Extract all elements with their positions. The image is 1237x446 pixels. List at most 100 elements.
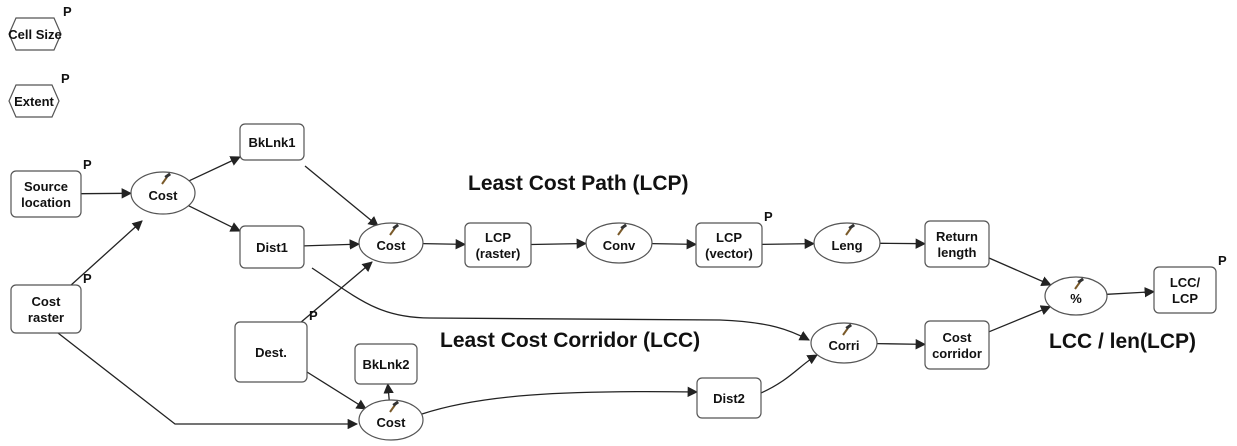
connector-corri-to-cost-corridor: [876, 339, 927, 350]
node-layer: Cell SizePExtentPSourcelocationPCostrast…: [8, 4, 1227, 441]
node-lcp-vector[interactable]: LCP(vector) P: [695, 209, 773, 268]
connector-lcp-raster-to-conv: [530, 238, 588, 249]
connector-dist1-to-cost2: [303, 239, 361, 250]
rect-shape: [696, 377, 762, 419]
node-extent[interactable]: Extent P: [8, 71, 70, 118]
node-label: BkLnk2: [363, 357, 410, 372]
connector-cost-raster-to-cost1: [69, 220, 143, 287]
hammer-icon: [845, 223, 856, 236]
hammer-icon: [1074, 277, 1085, 290]
parameter-marker: P: [764, 209, 773, 224]
connector-lcp-vector-to-leng: [761, 238, 816, 249]
node-label: %: [1070, 291, 1082, 306]
node-cost2[interactable]: Cost: [358, 222, 424, 264]
node-label: Cell Size: [8, 27, 61, 42]
node-label: LCC/: [1170, 275, 1201, 290]
node-label: location: [21, 195, 71, 210]
connector-dest-to-cost3: [306, 371, 367, 410]
parameter-marker: P: [61, 71, 70, 86]
node-label: Dist1: [256, 240, 288, 255]
node-bklnk2[interactable]: BkLnk2: [354, 343, 418, 385]
ellipse-shape: [358, 399, 424, 441]
node-label: BkLnk1: [249, 135, 296, 150]
rect-shape: [234, 321, 308, 383]
node-label: Leng: [831, 238, 862, 253]
ellipse-shape: [130, 171, 196, 215]
connector-cost3-to-bklnk2: [383, 382, 394, 401]
connector-bklnk1-to-cost2: [304, 165, 379, 227]
node-leng[interactable]: Leng: [813, 222, 881, 264]
node-conv[interactable]: Conv: [585, 222, 653, 264]
node-label: (vector): [705, 246, 753, 261]
node-label: Cost: [377, 238, 407, 253]
node-label: LCP: [485, 230, 511, 245]
hex-shape: [8, 84, 60, 118]
node-label: corridor: [932, 346, 982, 361]
hammer-icon: [389, 223, 400, 236]
node-label: Cost: [149, 188, 179, 203]
connector-cost-corridor-to-percent: [988, 305, 1052, 333]
rect-shape: [1153, 266, 1217, 314]
hex-shape: [8, 17, 62, 51]
node-label: Return: [936, 229, 978, 244]
connector-cost2-to-lcp-raster: [422, 239, 467, 250]
rect-shape: [354, 343, 418, 385]
connector-cost3-to-dist2: [421, 386, 699, 415]
parameter-marker: P: [1218, 253, 1227, 268]
connector-cost-raster-to-cost3: [57, 332, 359, 430]
node-dist2[interactable]: Dist2: [696, 377, 762, 419]
hammer-icon: [389, 400, 400, 413]
node-dist1[interactable]: Dist1: [239, 225, 305, 269]
heading-least-cost-path: Least Cost Path (LCP): [468, 172, 689, 195]
parameter-marker: P: [83, 271, 92, 286]
rect-shape: [239, 123, 305, 161]
ellipse-shape: [813, 222, 881, 264]
node-label: Extent: [14, 94, 54, 109]
node-cost3[interactable]: Cost: [358, 399, 424, 441]
connector-dist1-to-corri: [311, 267, 810, 341]
parameter-marker: P: [83, 157, 92, 172]
node-lcc-lcp[interactable]: LCC/LCP P: [1153, 253, 1227, 314]
node-label: Cost: [32, 294, 62, 309]
connector-conv-to-lcp-vector: [651, 239, 698, 250]
node-label: raster: [28, 310, 64, 325]
parameter-marker: P: [63, 4, 72, 19]
heading-least-cost-corridor: Least Cost Corridor (LCC): [440, 329, 700, 352]
connector-percent-to-lcc-lcp: [1106, 287, 1156, 298]
node-label: length: [938, 245, 977, 260]
node-dest[interactable]: Dest.P: [234, 308, 318, 383]
connector-cost1-to-dist1: [188, 205, 241, 232]
rect-shape: [10, 284, 82, 334]
connector-cost1-to-bklnk1: [188, 156, 241, 182]
node-label: Dest.: [255, 345, 287, 360]
connector-return-length-to-percent: [988, 257, 1052, 287]
node-label: Cost: [943, 330, 973, 345]
node-label: Dist2: [713, 391, 745, 406]
heading-ratio: LCC / len(LCP): [1049, 330, 1196, 353]
node-label: LCP: [1172, 291, 1198, 306]
ellipse-shape: [1044, 276, 1108, 316]
node-percent[interactable]: %: [1044, 276, 1108, 316]
node-label: (raster): [476, 246, 521, 261]
connector-dist2-to-corri: [760, 354, 818, 394]
node-cost1[interactable]: Cost: [130, 171, 196, 215]
ellipse-shape: [585, 222, 653, 264]
node-label: Conv: [603, 238, 636, 253]
node-label: LCP: [716, 230, 742, 245]
node-bklnk1[interactable]: BkLnk1: [239, 123, 305, 161]
hammer-icon: [842, 323, 853, 336]
rect-shape: [464, 222, 532, 268]
connector-layer: [57, 156, 1156, 430]
ellipse-shape: [358, 222, 424, 264]
node-corri[interactable]: Corri: [810, 322, 878, 364]
rect-shape: [924, 320, 990, 370]
rect-shape: [10, 170, 82, 218]
node-lcp-raster[interactable]: LCP(raster): [464, 222, 532, 268]
node-label: Source: [24, 179, 68, 194]
